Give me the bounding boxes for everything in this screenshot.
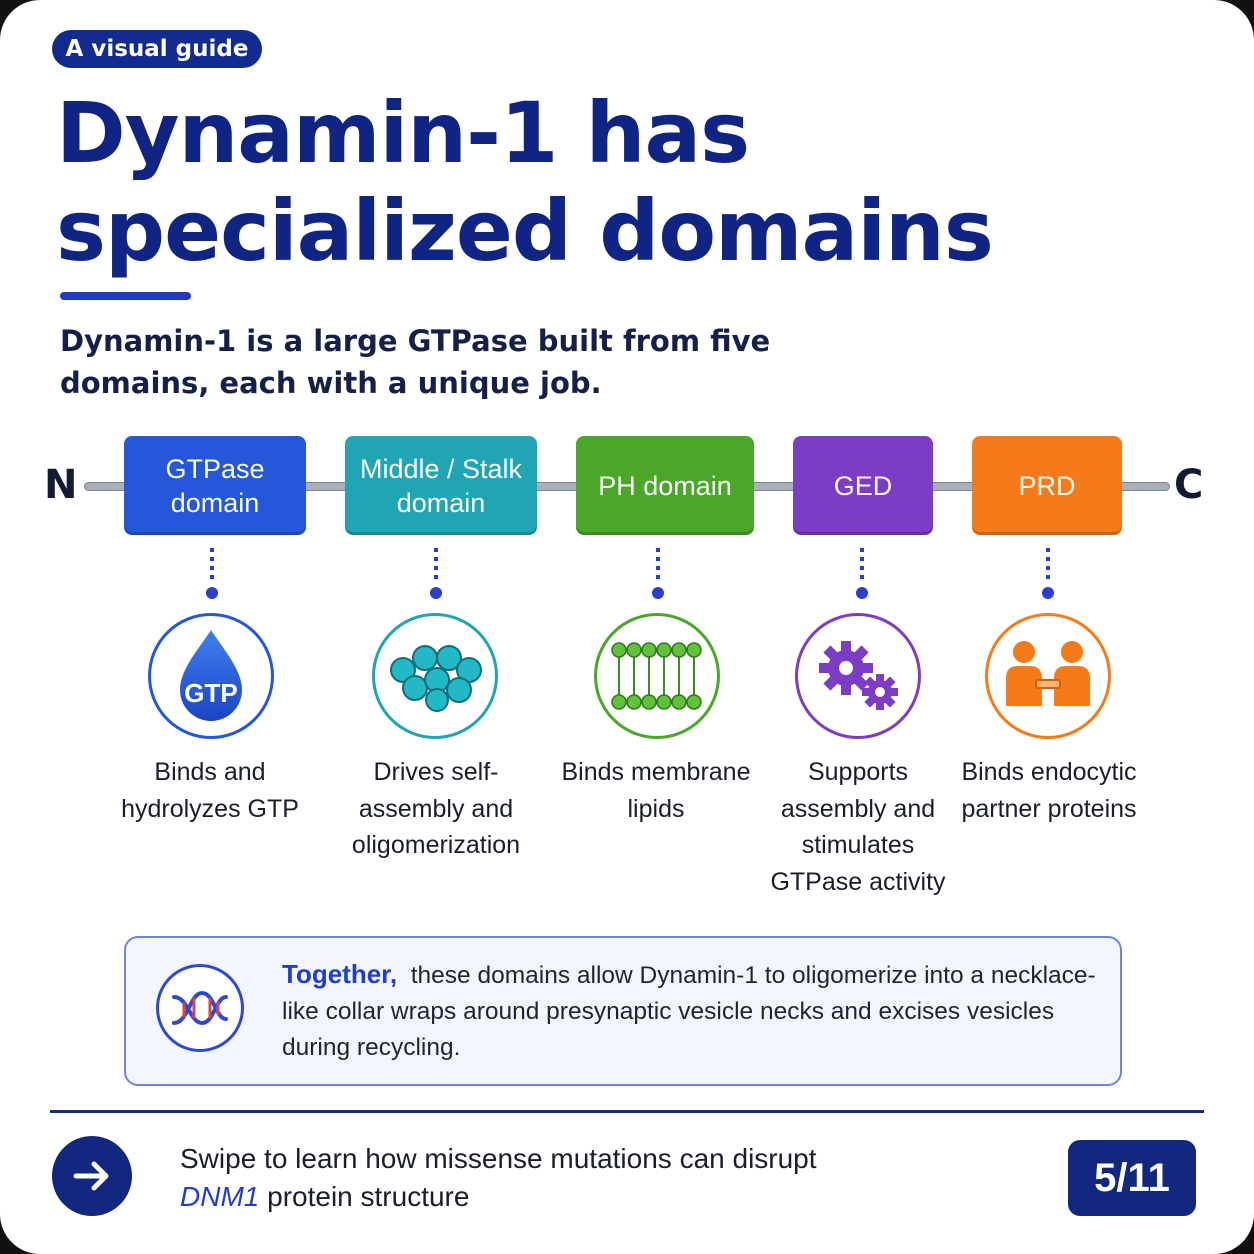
summary-panel [124, 936, 1122, 1086]
connector-gtpase [210, 548, 214, 584]
connector-dot-gtpase [206, 587, 218, 599]
partner-people-icon [1006, 641, 1090, 706]
swipe-prompt-start: Swipe to learn how missense mutations ca… [180, 1143, 817, 1174]
gtp-drop-icon: GTP [180, 630, 242, 721]
domain-description-ged: Supports assembly and stimulates GTPase … [770, 758, 946, 896]
icon-circle-gtpase: GTP [148, 613, 274, 739]
summary-body: these domains allow Dynamin-1 to oligome… [282, 962, 1096, 1061]
gtp-icon-text: GTP [184, 678, 237, 708]
page-title: Dynamin-1 has specialized domains [56, 84, 994, 280]
connector-dot-ph [652, 587, 664, 599]
dna-icon-circle [156, 964, 244, 1052]
molecule-cluster-icon [390, 645, 482, 712]
domain-box-gtpase: GTPase domain [124, 436, 306, 535]
icon-circle-prd [985, 613, 1111, 739]
swipe-prompt-end: protein structure [267, 1181, 470, 1212]
connector-prd [1046, 548, 1050, 584]
gene-name: DNM1 [180, 1181, 260, 1212]
domain-box-ph: PH domain [576, 436, 754, 535]
connector-dot-prd [1042, 587, 1054, 599]
domain-description-middle-stalk: Drives self-assembly and oligomerization [351, 758, 521, 859]
icon-circle-ged [795, 613, 921, 739]
icon-circle-middle-stalk [372, 613, 498, 739]
domain-box-prd: PRD [972, 436, 1122, 535]
connector-ph [656, 548, 660, 584]
guide-badge: A visual guide [52, 30, 262, 68]
domain-description-prd: Binds endocytic partner proteins [961, 758, 1137, 823]
domain-box-ged: GED [793, 436, 933, 535]
subtitle: Dynamin-1 is a large GTPase built from f… [60, 324, 771, 400]
domain-box-middle-stalk: Middle / Stalk domain [345, 436, 537, 535]
title-underline [60, 292, 191, 300]
connector-ged [860, 548, 864, 584]
domain-description-gtpase: Binds and hydrolyzes GTP [121, 758, 299, 823]
summary-text: Together, these domains allow Dynamin-1 … [282, 956, 1102, 1066]
icon-circle-ph [594, 613, 720, 739]
summary-lead: Together, [282, 959, 398, 989]
dna-icon [172, 990, 228, 1026]
domain-description-ph: Binds membrane lipids [561, 758, 751, 823]
connector-dot-middle-stalk [430, 587, 442, 599]
c-terminus-label: C [1174, 462, 1204, 508]
lipid-bilayer-icon [611, 642, 702, 710]
n-terminus-label: N [44, 462, 78, 508]
connector-middle-stalk [434, 548, 438, 584]
connector-dot-ged [856, 587, 868, 599]
arrow-right-icon [73, 1161, 109, 1191]
next-slide-button[interactable] [52, 1136, 132, 1216]
gears-icon [819, 641, 898, 710]
swipe-prompt: Swipe to learn how missense mutations ca… [180, 1140, 880, 1216]
footer-divider [50, 1110, 1204, 1113]
page-indicator: 5/11 [1068, 1140, 1196, 1216]
